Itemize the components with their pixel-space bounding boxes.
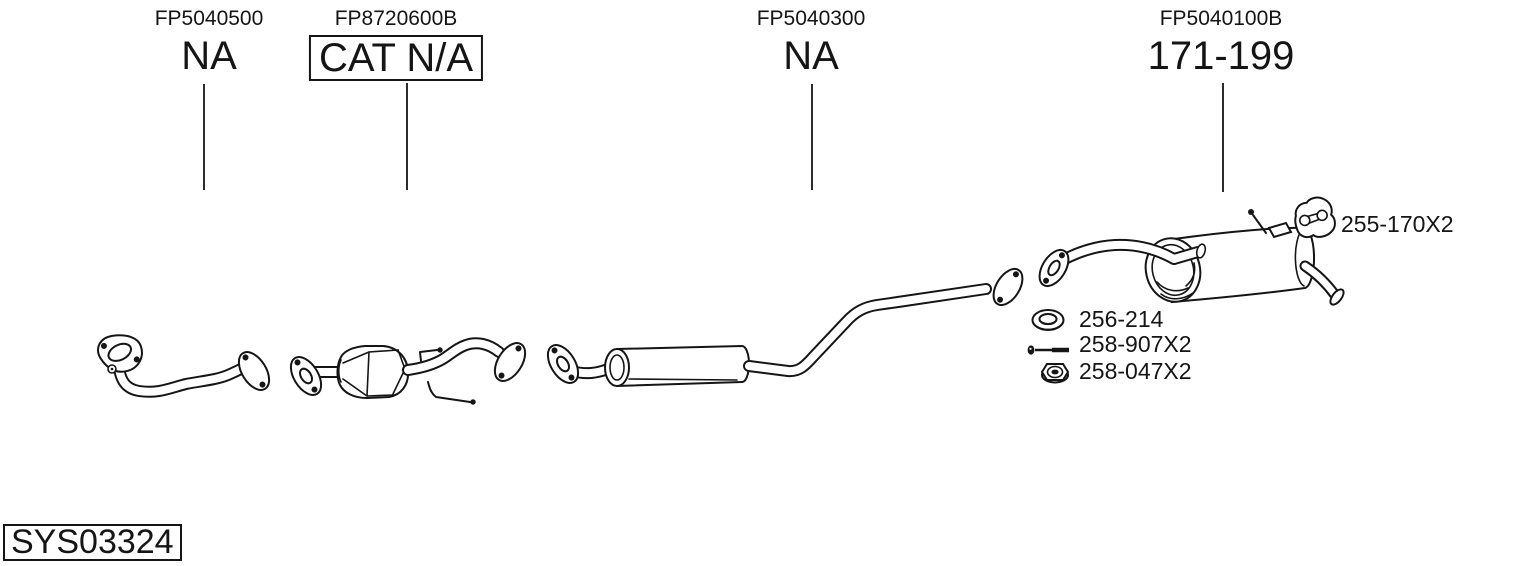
section-range: NA	[783, 34, 839, 78]
section-part-number: FP8720600B	[334, 7, 458, 30]
flange-nut-icon	[1040, 363, 1070, 384]
rubber-hanger-icon	[1294, 196, 1336, 239]
section-callout-front-pipe: FP5040500 NA	[155, 6, 264, 77]
center-outlet-flange	[992, 267, 1024, 307]
section-callout-catalytic-converter: FP8720600B CAT N/A	[308, 6, 484, 81]
system-code: SYS03324	[3, 524, 182, 561]
mounting-part-number: 255-170X2	[1341, 211, 1454, 237]
catalytic-converter-drawing	[289, 337, 527, 405]
center-inlet-flange	[546, 344, 580, 384]
cat-inlet-flange	[289, 356, 323, 396]
leader-lines	[203, 83, 1224, 192]
cat-outlet-flange	[493, 342, 527, 382]
section-range: NA	[181, 34, 237, 78]
section-part-number: FP5040100B	[1159, 7, 1283, 30]
front-pipe-drawing	[97, 334, 271, 398]
center-silencer-drawing	[546, 267, 1024, 388]
section-part-number: FP5040500	[154, 7, 264, 30]
front-pipe-rear-flange	[237, 351, 271, 391]
mounting-part-number: 258-047X2	[1079, 358, 1192, 384]
section-range: 171-199	[1147, 34, 1295, 78]
front-pipe-head-flange	[97, 334, 143, 373]
section-callout-center-silencer: FP5040300 NA	[757, 6, 866, 77]
section-part-number: FP5040300	[756, 7, 866, 30]
bolt-icon	[1027, 345, 1069, 355]
gasket-ring-icon	[1031, 309, 1065, 331]
mounting-part-number: 258-907X2	[1079, 331, 1192, 357]
rear-muffler-drawing	[1038, 209, 1345, 306]
section-range: CAT N/A	[308, 35, 484, 81]
mounting-part-number: 256-214	[1079, 306, 1164, 332]
section-callout-rear-muffler: FP5040100B 171-199	[1148, 6, 1295, 77]
rear-inlet-flange	[1038, 248, 1070, 288]
